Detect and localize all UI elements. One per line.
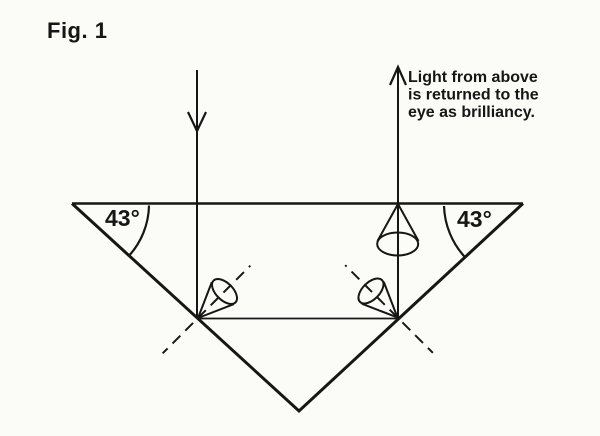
critical-angle-cone-right <box>344 264 434 354</box>
cone-base-ellipse-right <box>357 277 385 305</box>
light-caption-line-1: Light from above <box>408 69 538 86</box>
facet-normal-dashed-line-left <box>161 264 252 355</box>
critical-angle-cone-table <box>376 203 420 257</box>
cone-sides-left <box>197 281 235 319</box>
cone-base-ellipse-table <box>376 231 420 257</box>
facet-normal-dashed-line-right <box>344 264 434 354</box>
cone-base-ellipse-left <box>211 277 239 305</box>
cone-sides-right <box>361 281 399 319</box>
light-caption-line-3: eye as brilliancy. <box>408 104 535 121</box>
figure-label: Fig. 1 <box>47 18 107 43</box>
cone-sides-table <box>376 203 420 242</box>
light-caption-line-2: is returned to the <box>408 87 539 104</box>
down-arrowhead-icon <box>187 111 207 134</box>
angle-arc-right <box>442 205 467 259</box>
pavilion-facets-line <box>70 202 525 414</box>
up-arrowhead-icon <box>388 64 408 86</box>
critical-angle-cone-left <box>161 264 252 355</box>
angle-arc-left <box>127 205 151 258</box>
angle-label-right: 43° <box>457 206 492 232</box>
angle-label-left: 43° <box>105 205 140 231</box>
light-caption: Light from above is returned to the eye … <box>408 69 539 121</box>
